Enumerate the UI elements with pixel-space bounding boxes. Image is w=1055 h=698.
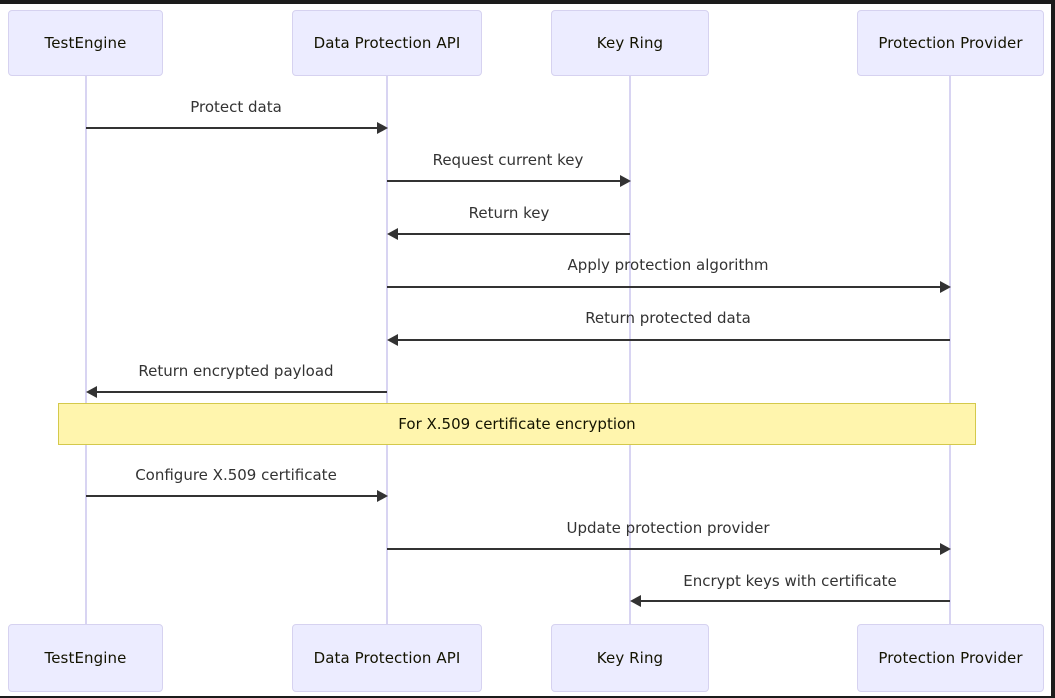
message-label-return-protected-data: Return protected data (585, 309, 751, 327)
participant-label: Protection Provider (878, 34, 1023, 52)
message-label-configure-x509-certificate: Configure X.509 certificate (135, 466, 337, 484)
arrowhead-left-icon (387, 228, 398, 240)
message-arrow-return-key (398, 233, 630, 235)
message-label-request-current-key: Request current key (432, 151, 584, 169)
frame-bottom-border (0, 696, 1055, 698)
message-arrow-return-encrypted-payload (97, 391, 387, 393)
message-label-return-key: Return key (468, 204, 550, 222)
message-label-update-protection-provider: Update protection provider (566, 519, 770, 537)
lifeline-key-ring (629, 76, 631, 624)
note-x509-certificate-encryption: For X.509 certificate encryption (58, 403, 976, 445)
message-arrow-request-current-key (387, 180, 620, 182)
arrowhead-left-icon (387, 334, 398, 346)
arrowhead-right-icon (940, 543, 951, 555)
participant-label: TestEngine (44, 649, 127, 667)
lifeline-protection-provider (949, 76, 951, 624)
frame-top-border (0, 0, 1055, 4)
participant-label: Data Protection API (313, 649, 461, 667)
message-arrow-update-protection-provider (387, 548, 940, 550)
lifeline-testengine (85, 76, 87, 624)
arrowhead-left-icon (630, 595, 641, 607)
participant-box-key-ring-top[interactable]: Key Ring (551, 10, 709, 76)
participant-box-data-protection-api-bottom[interactable]: Data Protection API (292, 624, 482, 692)
message-arrow-apply-protection-algorithm (387, 286, 940, 288)
participant-label: Key Ring (596, 34, 664, 52)
note-label: For X.509 certificate encryption (398, 415, 636, 433)
frame-right-border (1051, 0, 1055, 698)
message-label-return-encrypted-payload: Return encrypted payload (138, 362, 334, 380)
message-arrow-encrypt-keys-with-certificate (641, 600, 950, 602)
message-label-protect-data: Protect data (190, 98, 282, 116)
participant-box-key-ring-bottom[interactable]: Key Ring (551, 624, 709, 692)
participant-box-testengine-top[interactable]: TestEngine (8, 10, 163, 76)
arrowhead-right-icon (377, 490, 388, 502)
participant-label: Protection Provider (878, 649, 1023, 667)
participant-box-testengine-bottom[interactable]: TestEngine (8, 624, 163, 692)
participant-box-protection-provider-top[interactable]: Protection Provider (857, 10, 1044, 76)
message-arrow-configure-x509-certificate (86, 495, 377, 497)
arrowhead-left-icon (86, 386, 97, 398)
participant-label: TestEngine (44, 34, 127, 52)
participant-label: Key Ring (596, 649, 664, 667)
arrowhead-right-icon (377, 122, 388, 134)
arrowhead-right-icon (620, 175, 631, 187)
participant-box-data-protection-api-top[interactable]: Data Protection API (292, 10, 482, 76)
message-arrow-return-protected-data (398, 339, 950, 341)
message-label-apply-protection-algorithm: Apply protection algorithm (567, 256, 769, 274)
message-arrow-protect-data (86, 127, 377, 129)
lifeline-data-protection-api (386, 76, 388, 624)
message-label-encrypt-keys-with-certificate: Encrypt keys with certificate (683, 572, 897, 590)
participant-box-protection-provider-bottom[interactable]: Protection Provider (857, 624, 1044, 692)
participant-label: Data Protection API (313, 34, 461, 52)
arrowhead-right-icon (940, 281, 951, 293)
